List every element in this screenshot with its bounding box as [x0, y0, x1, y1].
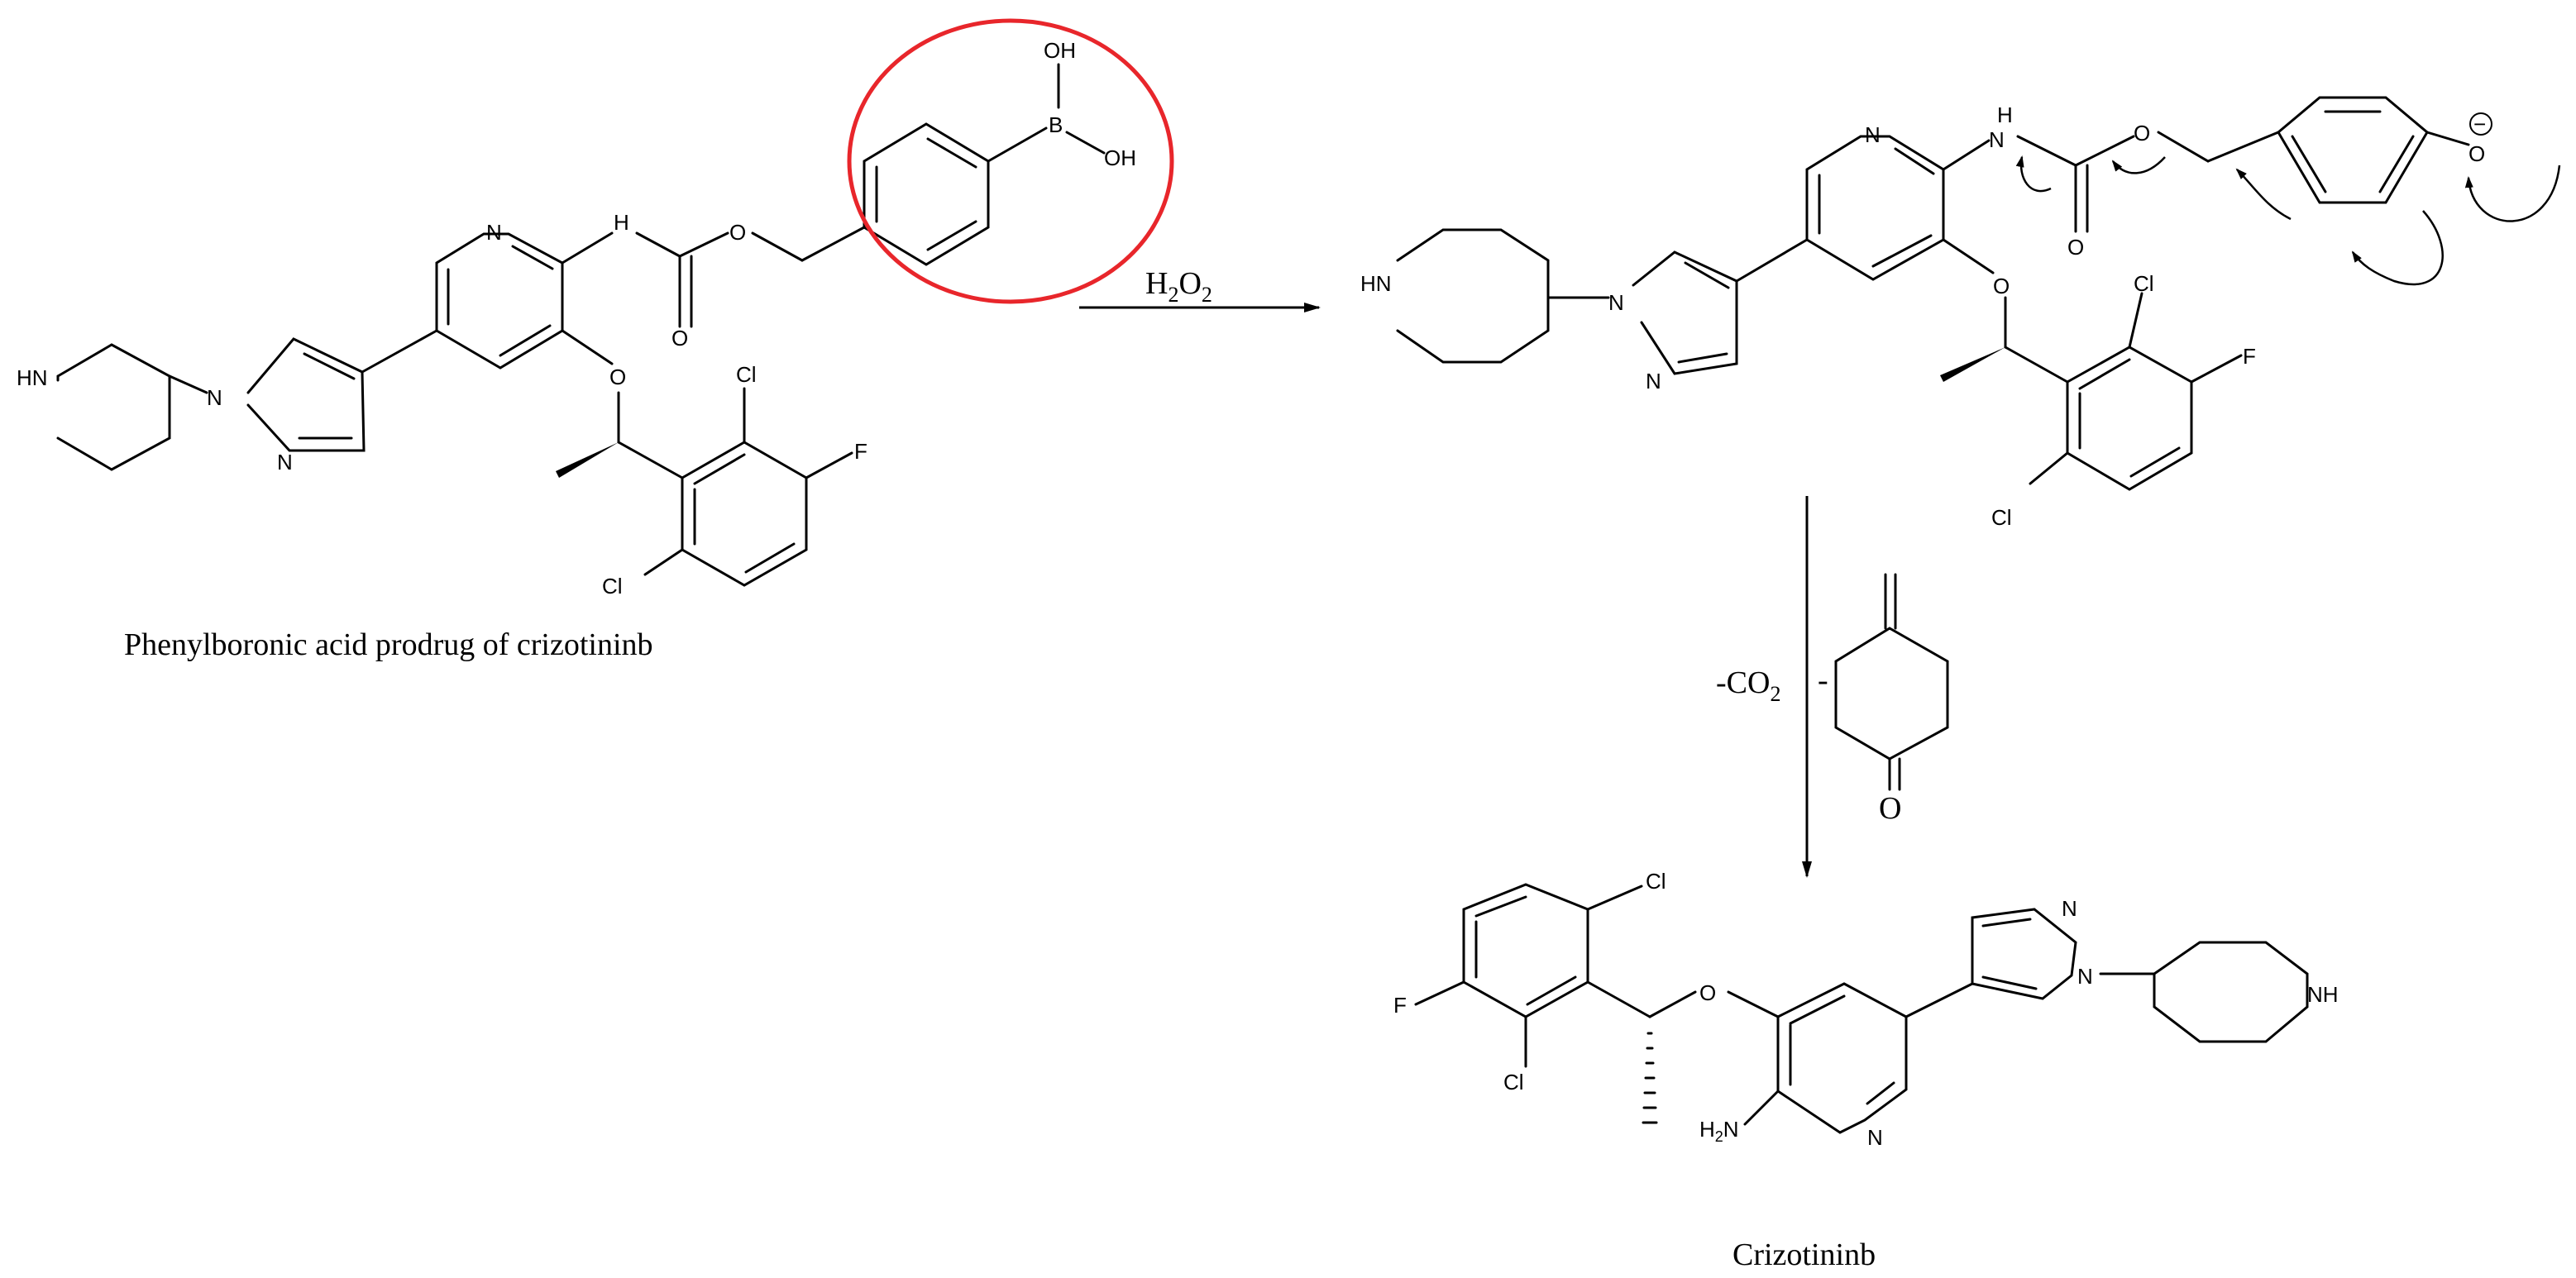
dichlorofluorophenyl-ring-2 — [2066, 346, 2193, 491]
atom-n-2d: N — [1989, 127, 2005, 152]
prodrug-atom-labels: HN N N N H N O O OH B OH O Cl F Cl — [17, 38, 1136, 598]
atom-o-byproduct: O — [1879, 791, 1901, 826]
product-caption: Crizotininb — [1732, 1237, 1876, 1272]
atom-cl-2b: Cl — [1991, 505, 2012, 530]
atom-h-2: H — [1997, 103, 2013, 127]
atom-nh-1: H — [614, 210, 629, 235]
atom-o-2c: O — [1993, 274, 2010, 298]
atom-n-3b: N — [2062, 896, 2077, 921]
atom-cl-2a: Cl — [2134, 271, 2154, 296]
atom-hn-1: HN — [17, 365, 48, 390]
reagent-h2o2: H2O2 — [1145, 266, 1212, 307]
boronic-acid-highlight — [847, 18, 1174, 304]
atom-o-minus: O — [2468, 141, 2485, 166]
atom-hn-2: HN — [1360, 271, 1392, 296]
atom-f-2: F — [2243, 344, 2256, 369]
atom-b-1: B — [1049, 112, 1063, 137]
pyridine-ring-1 — [435, 232, 564, 370]
phenyl-ring-1 — [863, 122, 990, 266]
negative-charge-symbol — [2469, 112, 2492, 136]
atom-o-3: O — [1699, 980, 1716, 1005]
atom-n-1c: N — [486, 220, 502, 245]
intermediate-molecule — [1396, 96, 2470, 491]
atom-n-1b: N — [277, 450, 293, 474]
pyrazole-ring-3 — [1971, 908, 2077, 1000]
pyridine-ring-2 — [1805, 135, 1945, 281]
atom-f-3: F — [1393, 993, 1407, 1018]
piperidine-ring-2 — [1396, 228, 1550, 364]
atom-cl-3a: Cl — [1646, 869, 1666, 894]
crizotinib-atom-labels: Cl F Cl O H2N N N N NH — [1393, 869, 2339, 1150]
atom-o-1b: O — [729, 220, 746, 245]
pyridine-ring-3 — [1776, 982, 1908, 1134]
atom-oh-1a: OH — [1044, 38, 1076, 63]
crizotinib-molecule — [1414, 883, 2309, 1134]
atom-n-3a: N — [1867, 1125, 1883, 1150]
phenoxide-ring — [2277, 96, 2429, 204]
atom-n-3c: N — [2077, 964, 2093, 989]
negative-charge-sign: − — [2473, 112, 2486, 136]
dichlorofluorophenyl-ring-1 — [681, 441, 808, 587]
piperidine-ring-1 — [56, 343, 171, 471]
atom-o-1c: O — [609, 365, 626, 389]
electron-push-arrows — [2015, 155, 2561, 286]
intermediate-atom-labels: HN N N N H N O O O − O Cl F Cl — [1360, 103, 2492, 530]
reagent-minus-co2: -CO2 — [1716, 665, 1780, 706]
atom-nh-3: NH — [2307, 982, 2339, 1007]
prodrug-caption: Phenylboronic acid prodrug of crizotinin… — [124, 627, 653, 662]
piperidine-ring-3 — [2153, 941, 2309, 1043]
prodrug-molecule — [56, 63, 1106, 587]
atom-cl-1a: Cl — [736, 362, 757, 387]
atom-cl-3b: Cl — [1503, 1070, 1524, 1094]
atom-cl-1b: Cl — [602, 574, 623, 598]
quinone-methide-byproduct: O — [1834, 573, 1949, 826]
atom-o-2b: O — [2134, 121, 2150, 145]
atom-n-2c: N — [1865, 122, 1881, 147]
atom-o-1a: O — [671, 326, 688, 350]
atom-h2n: H2N — [1699, 1117, 1739, 1145]
pyrazole-ring-1 — [246, 337, 366, 452]
reagent-separator: - — [1818, 663, 1828, 698]
dichlorofluorophenyl-ring-3 — [1462, 883, 1589, 1018]
hashed-wedge — [1642, 1032, 1658, 1124]
atom-o-2a: O — [2067, 235, 2084, 260]
pyrazole-ring-2 — [1632, 250, 1738, 375]
atom-f-1: F — [854, 439, 867, 464]
atom-n-2a: N — [1608, 290, 1624, 315]
atom-n-2b: N — [1646, 369, 1661, 393]
atom-n-1a: N — [207, 385, 222, 410]
atom-oh-1b: OH — [1104, 145, 1136, 170]
